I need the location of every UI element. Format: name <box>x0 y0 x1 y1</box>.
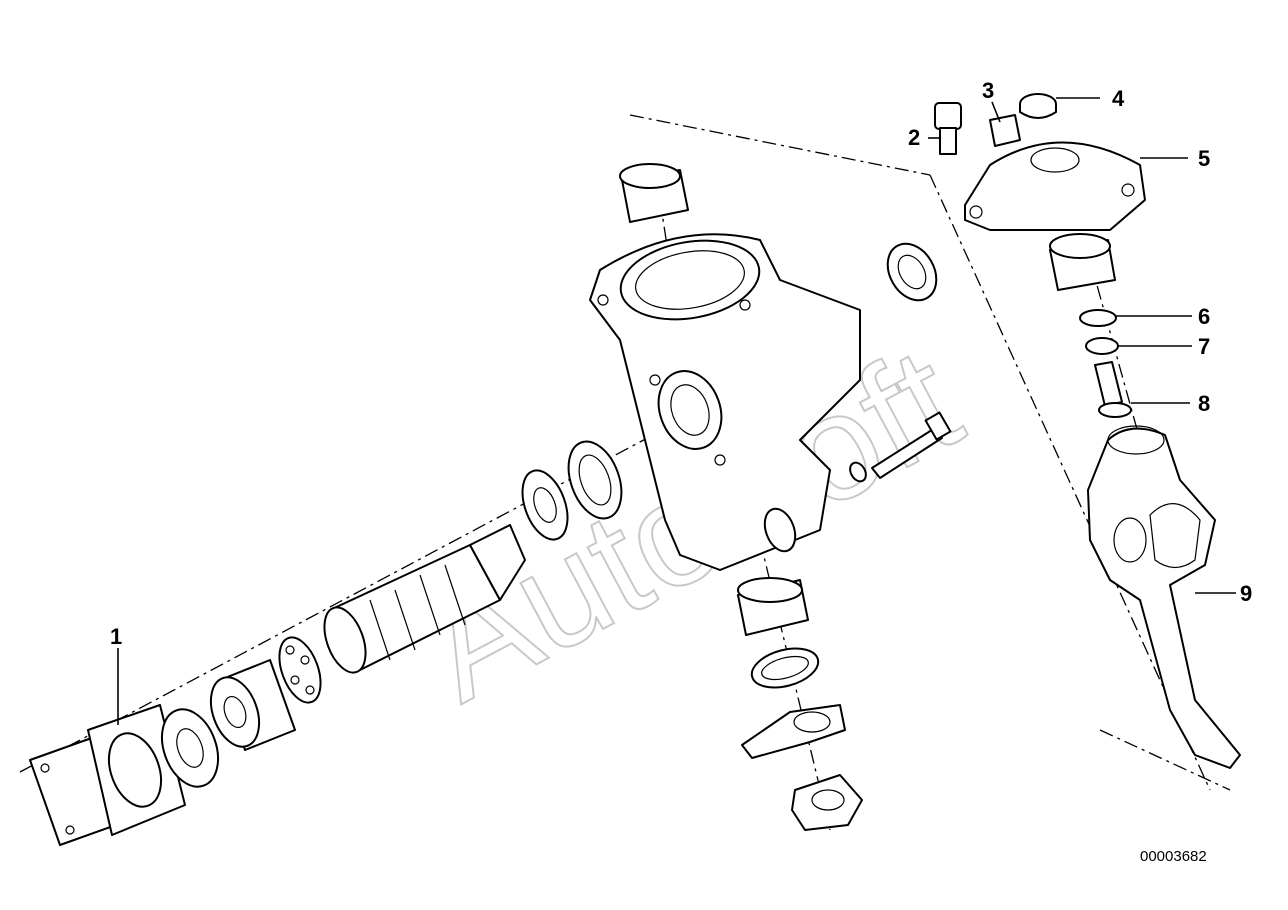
bearing-cage-part <box>278 636 322 704</box>
top-needle-bushing <box>619 163 689 223</box>
lower-seal-ring <box>750 647 820 689</box>
adjusting-screw-part-8 <box>1094 361 1132 418</box>
washer-part <box>160 708 220 788</box>
callout-8: 8 <box>1198 391 1210 416</box>
plug-part-3 <box>989 114 1021 147</box>
washer-part-7 <box>1085 337 1119 355</box>
sector-shaft-part-9 <box>1087 425 1241 769</box>
worm-shaft-part <box>323 524 526 674</box>
oil-seal-part <box>209 659 296 751</box>
steering-gear-housing <box>589 233 861 571</box>
adjusting-bolt <box>871 411 952 479</box>
callout-1: 1 <box>110 624 122 649</box>
callout-3: 3 <box>982 78 994 103</box>
diagram-number: 00003682 <box>1140 848 1207 865</box>
lock-plate <box>741 704 846 759</box>
callout-2: 2 <box>908 125 920 150</box>
lower-needle-bushing <box>737 577 809 636</box>
bearing-race-part <box>567 440 623 520</box>
callout-4: 4 <box>1112 86 1125 111</box>
pitman-nut <box>791 774 863 831</box>
cover-needle-bushing <box>1049 233 1116 291</box>
callout-6: 6 <box>1198 304 1210 329</box>
lower-frame-line <box>1099 729 1231 791</box>
lock-nut-part-4 <box>1019 93 1057 119</box>
cover-part-5 <box>964 141 1146 231</box>
callout-9: 9 <box>1240 581 1252 606</box>
screw-part-2 <box>934 102 962 155</box>
housing-frame-right <box>929 174 1211 791</box>
side-seal-ring <box>886 242 938 302</box>
bolt-washer <box>849 461 867 483</box>
circlip-part-6 <box>1079 309 1117 327</box>
tapered-bearing-part <box>521 469 569 541</box>
callout-7: 7 <box>1198 334 1210 359</box>
callout-5: 5 <box>1198 146 1210 171</box>
leader-3 <box>991 101 1001 123</box>
housing-frame-left <box>629 114 931 176</box>
flange-cover-part <box>29 704 186 846</box>
